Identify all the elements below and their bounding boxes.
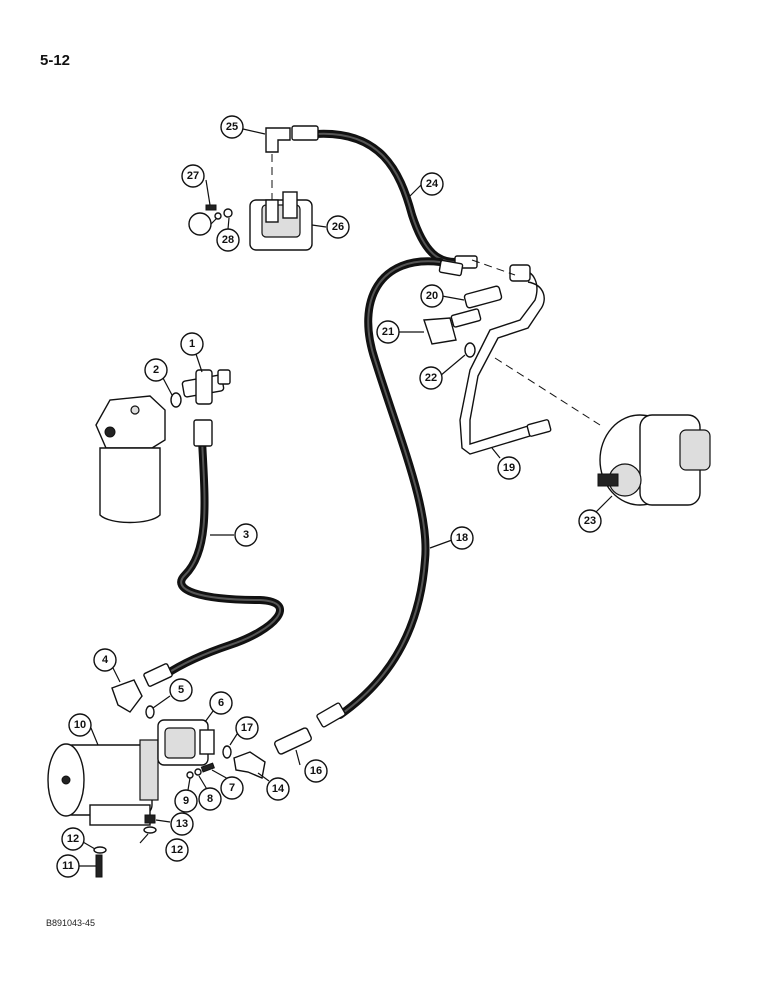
figure-code: B891043-45 xyxy=(46,918,96,928)
callout-3: 3 xyxy=(234,523,258,547)
svg-text:2: 2 xyxy=(153,364,159,376)
screw-7 xyxy=(200,762,215,773)
callout-17: 18 xyxy=(450,526,474,550)
svg-text:6: 6 xyxy=(218,697,224,709)
callout-12-right: 12 xyxy=(165,838,189,862)
fitting-19 xyxy=(463,285,503,309)
fitting-20 xyxy=(423,308,482,345)
oring-5 xyxy=(145,705,155,719)
callout-16: 16 xyxy=(304,759,328,783)
svg-text:23: 23 xyxy=(584,515,596,527)
svg-text:13: 13 xyxy=(176,818,188,830)
callout-28 xyxy=(188,212,212,236)
svg-text:9: 9 xyxy=(183,795,189,807)
washer-12-upper xyxy=(143,826,157,834)
svg-text:11: 11 xyxy=(62,860,74,872)
callout-25: 26 xyxy=(326,215,350,239)
washer-27 xyxy=(223,208,233,218)
svg-text:19: 19 xyxy=(503,462,515,474)
valve-block-25 xyxy=(249,191,313,251)
svg-text:4: 4 xyxy=(102,654,109,666)
callout-13: 13 xyxy=(170,812,194,836)
svg-text:5: 5 xyxy=(178,684,184,696)
pump-22 xyxy=(597,414,711,506)
oring-21 xyxy=(464,342,476,358)
svg-text:25: 25 xyxy=(226,121,238,133)
svg-text:10: 10 xyxy=(74,719,86,731)
callout-2: 2 xyxy=(144,358,168,382)
washer-9 xyxy=(186,771,194,779)
callout-22: 23 xyxy=(578,509,602,533)
elbow-fitting-14 xyxy=(233,751,266,779)
screw-26 xyxy=(205,204,217,211)
svg-text:7: 7 xyxy=(229,782,235,794)
svg-text:20: 20 xyxy=(426,290,438,302)
hose-3 xyxy=(143,419,284,687)
svg-text:24: 24 xyxy=(426,178,439,190)
washer-8 xyxy=(194,768,202,776)
callout-6: 6 xyxy=(209,691,233,715)
svg-text:22: 22 xyxy=(425,372,437,384)
svg-text:3: 3 xyxy=(243,529,249,541)
callout-5: 5 xyxy=(169,678,193,702)
filter-assembly xyxy=(95,395,166,524)
svg-text:21: 21 xyxy=(382,326,394,338)
svg-text:26: 26 xyxy=(332,221,344,233)
svg-text:16: 16 xyxy=(310,765,322,777)
hose-23 xyxy=(291,125,478,269)
callout-24: 25 xyxy=(220,115,244,139)
callout-12-left: 12 xyxy=(61,827,85,851)
svg-text:27: 27 xyxy=(187,170,199,182)
callout-14: 14 xyxy=(266,777,290,801)
elbow-fitting-4 xyxy=(111,679,143,713)
hose-17 xyxy=(316,257,464,728)
washer-12-lower xyxy=(93,846,107,854)
bolt-11 xyxy=(95,854,103,878)
fitting-16 xyxy=(274,727,312,755)
svg-text:18: 18 xyxy=(456,532,468,544)
washer-28 xyxy=(214,212,222,220)
callout-18: 19 xyxy=(497,456,521,480)
callout-10: 10 xyxy=(68,713,92,737)
svg-text:12: 12 xyxy=(67,833,79,845)
callout-19: 20 xyxy=(420,284,444,308)
pump-6 xyxy=(157,719,215,766)
page-number: 5-12 xyxy=(40,52,71,69)
callout-8: 8 xyxy=(198,787,222,811)
tube-18 xyxy=(459,264,552,455)
callout-4: 4 xyxy=(93,648,117,672)
svg-text:1: 1 xyxy=(189,338,195,350)
oring-2 xyxy=(170,392,182,408)
motor-10 xyxy=(47,739,159,826)
elbow-fitting-24 xyxy=(265,127,291,200)
callout-26: 27 xyxy=(181,164,205,188)
svg-text:28: 28 xyxy=(222,234,234,246)
callout-9: 9 xyxy=(174,789,198,813)
svg-text:14: 14 xyxy=(272,783,285,795)
nut-13 xyxy=(144,814,156,824)
callout-23: 24 xyxy=(420,172,444,196)
callout-1: 1 xyxy=(180,332,204,356)
callout-20: 21 xyxy=(376,320,400,344)
callout-27: 28 xyxy=(216,228,240,252)
tee-fitting-1 xyxy=(181,369,231,405)
callout-7: 7 xyxy=(220,776,244,800)
callout-15: 17 xyxy=(235,716,259,740)
svg-text:17: 17 xyxy=(241,722,253,734)
callout-21: 22 xyxy=(419,366,443,390)
oring-15 xyxy=(222,745,232,759)
svg-text:8: 8 xyxy=(207,793,213,805)
callout-11: 11 xyxy=(56,854,80,878)
svg-text:12: 12 xyxy=(171,844,183,856)
